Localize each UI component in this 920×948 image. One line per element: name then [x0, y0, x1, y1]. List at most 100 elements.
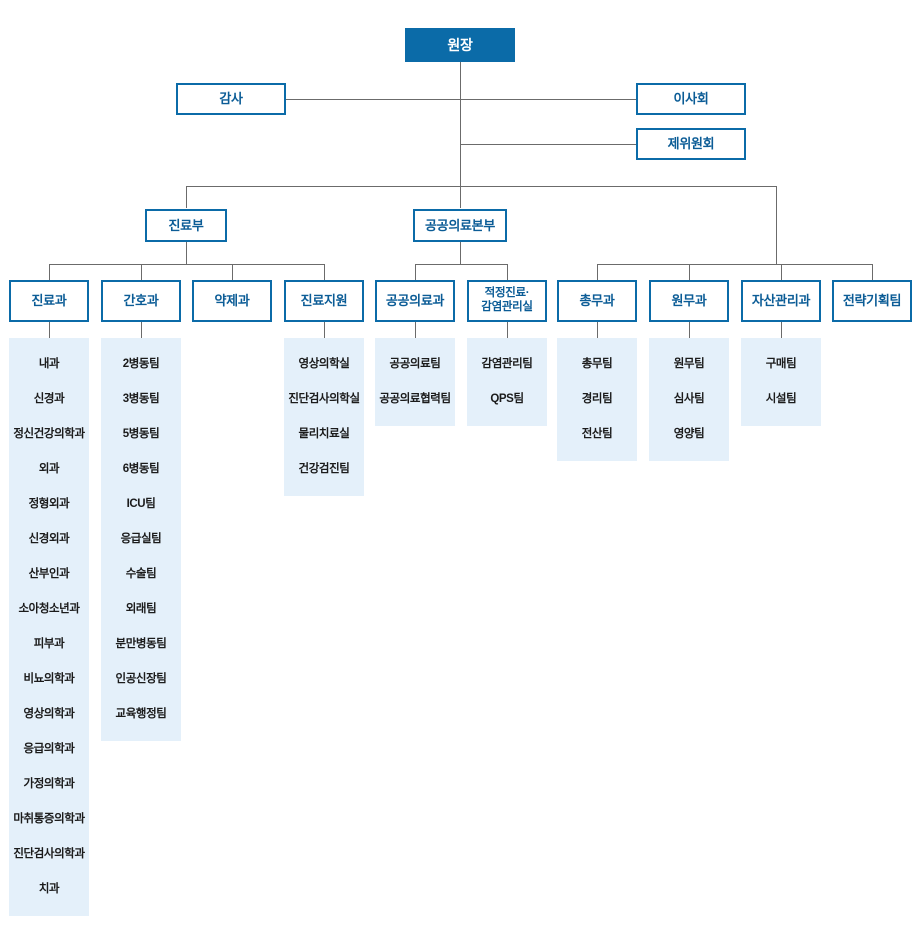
department-box-3[interactable]: 약제과	[192, 280, 272, 322]
connector-division-drop-2	[460, 186, 461, 208]
list-item[interactable]: 진단검사의학과	[13, 848, 85, 860]
list-item[interactable]: 정신건강의학과	[13, 428, 85, 440]
node-board[interactable]: 이사회	[636, 83, 746, 115]
node-director-label: 원장	[447, 36, 473, 53]
list-item[interactable]: 영양팀	[673, 428, 705, 440]
department-label: 적정진료·감염관리실	[481, 287, 533, 313]
list-item[interactable]: 가정의학과	[23, 778, 75, 790]
list-item[interactable]: 진단검사의학실	[288, 393, 360, 405]
connector-panel-stem-9	[781, 322, 782, 338]
list-item[interactable]: 원무팀	[673, 358, 705, 370]
list-item[interactable]: 비뇨의학과	[23, 673, 75, 685]
connector-dept-drop-6	[507, 264, 508, 280]
department-box-10[interactable]: 전략기획팀	[832, 280, 912, 322]
list-item[interactable]: 외래팀	[125, 603, 157, 615]
connector-dept-drop-4	[324, 264, 325, 280]
department-label: 공공의료과	[385, 293, 445, 309]
list-item[interactable]: 시설팀	[765, 393, 797, 405]
list-item[interactable]: 영상의학과	[23, 708, 75, 720]
list-item[interactable]: 공공의료팀	[389, 358, 441, 370]
node-director[interactable]: 원장	[405, 28, 515, 62]
department-box-1[interactable]: 진료과	[9, 280, 89, 322]
connector-div1-stem	[186, 242, 187, 264]
connector-div2-bus	[415, 264, 507, 265]
list-item[interactable]: ICU팀	[126, 498, 156, 510]
list-item[interactable]: 인공신장팀	[115, 673, 167, 685]
list-item[interactable]: 경리팀	[581, 393, 613, 405]
node-audit[interactable]: 감사	[176, 83, 286, 115]
list-item[interactable]: 피부과	[33, 638, 65, 650]
connector-dept-drop-8	[689, 264, 690, 280]
department-box-8[interactable]: 원무과	[649, 280, 729, 322]
connector-staff-row-1	[231, 99, 691, 100]
department-label: 전략기획팀	[842, 293, 902, 309]
list-item[interactable]: 외과	[38, 463, 60, 475]
list-item[interactable]: 총무팀	[581, 358, 613, 370]
list-item[interactable]: 전산팀	[581, 428, 613, 440]
list-item[interactable]: 심사팀	[673, 393, 705, 405]
list-item[interactable]: 응급의학과	[23, 743, 75, 755]
connector-dept-drop-1	[49, 264, 50, 280]
connector-panel-stem-4	[324, 322, 325, 338]
department-box-6[interactable]: 적정진료·감염관리실	[467, 280, 547, 322]
list-item[interactable]: 건강검진팀	[298, 463, 350, 475]
connector-division-drop-1	[186, 186, 187, 208]
node-public-health-division-label: 공공의료본부	[425, 217, 495, 233]
connector-dept-drop-5	[415, 264, 416, 280]
connector-panel-stem-6	[507, 322, 508, 338]
list-item[interactable]: 정형외과	[28, 498, 70, 510]
connector-root-spine	[460, 62, 461, 186]
list-item[interactable]: 산부인과	[28, 568, 70, 580]
list-item[interactable]: 5병동팀	[122, 428, 160, 440]
department-box-4[interactable]: 진료지원	[284, 280, 364, 322]
department-box-2[interactable]: 간호과	[101, 280, 181, 322]
connector-dept-drop-10	[872, 264, 873, 280]
list-item[interactable]: 내과	[38, 358, 60, 370]
list-item[interactable]: 공공의료협력팀	[379, 393, 451, 405]
department-label: 간호과	[123, 293, 159, 309]
node-medical-division-label: 진료부	[168, 217, 204, 233]
connector-admin-bus	[597, 264, 872, 265]
connector-staff-row-2	[460, 144, 691, 145]
list-item[interactable]: 마취통증의학과	[13, 813, 85, 825]
department-box-5[interactable]: 공공의료과	[375, 280, 455, 322]
department-label: 진료과	[31, 293, 67, 309]
node-medical-division[interactable]: 진료부	[145, 209, 227, 242]
department-box-9[interactable]: 자산관리과	[741, 280, 821, 322]
list-item[interactable]: 치과	[38, 883, 60, 895]
list-item[interactable]: 영상의학실	[298, 358, 350, 370]
connector-division-bus	[186, 186, 776, 187]
connector-dept-drop-3	[232, 264, 233, 280]
list-item[interactable]: 2병동팀	[122, 358, 160, 370]
connector-panel-stem-2	[141, 322, 142, 338]
list-item[interactable]: 응급실팀	[120, 533, 162, 545]
list-item[interactable]: QPS팀	[490, 393, 524, 405]
list-item[interactable]: 3병동팀	[122, 393, 160, 405]
list-item[interactable]: 신경과	[33, 393, 65, 405]
list-item[interactable]: 감염관리팀	[481, 358, 533, 370]
connector-dept-drop-9	[781, 264, 782, 280]
list-item[interactable]: 교육행정팀	[115, 708, 167, 720]
list-item[interactable]: 6병동팀	[122, 463, 160, 475]
connector-panel-stem-8	[689, 322, 690, 338]
list-item[interactable]: 수술팀	[125, 568, 157, 580]
list-item[interactable]: 신경외과	[28, 533, 70, 545]
list-item[interactable]: 소아청소년과	[18, 603, 80, 615]
department-box-7[interactable]: 총무과	[557, 280, 637, 322]
connector-dept-drop-7	[597, 264, 598, 280]
node-public-health-division[interactable]: 공공의료본부	[413, 209, 507, 242]
department-label: 총무과	[579, 293, 615, 309]
list-item[interactable]: 구매팀	[765, 358, 797, 370]
node-committees[interactable]: 제위원회	[636, 128, 746, 160]
list-item[interactable]: 물리치료실	[298, 428, 350, 440]
connector-panel-stem-7	[597, 322, 598, 338]
node-board-label: 이사회	[673, 91, 709, 107]
list-item[interactable]: 분만병동팀	[115, 638, 167, 650]
